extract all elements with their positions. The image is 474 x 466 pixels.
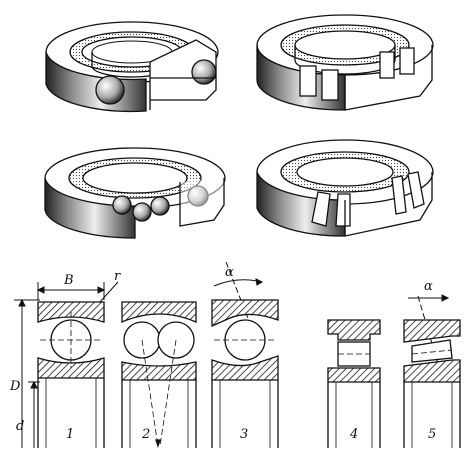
figure-number-2: 2 (141, 427, 150, 442)
section-3-angular-contact-ball (211, 299, 279, 448)
section-2-self-aligning-ball (121, 301, 197, 449)
ball-bearing-illustration (45, 21, 219, 113)
section-1-deep-groove-ball (37, 301, 105, 448)
section-5-tapered-roller (403, 319, 461, 448)
label-d-outer: D (9, 379, 21, 394)
label-b: B (63, 273, 74, 288)
label-alpha-5: α (424, 279, 433, 294)
tapered-roller-bearing-illustration (256, 139, 434, 237)
angular-contact-ball-bearing-illustration (44, 147, 226, 239)
figure-number-5: 5 (428, 427, 436, 442)
figure-number-1: 1 (66, 427, 74, 442)
roller-bearing-illustration (256, 14, 434, 111)
section-4-cylindrical-roller (327, 319, 381, 448)
label-r: r (114, 269, 121, 284)
figure-number-3: 3 (240, 427, 248, 442)
label-alpha-3: α (225, 265, 234, 280)
figure-number-4: 4 (349, 427, 358, 442)
label-d-inner: d (16, 419, 24, 434)
